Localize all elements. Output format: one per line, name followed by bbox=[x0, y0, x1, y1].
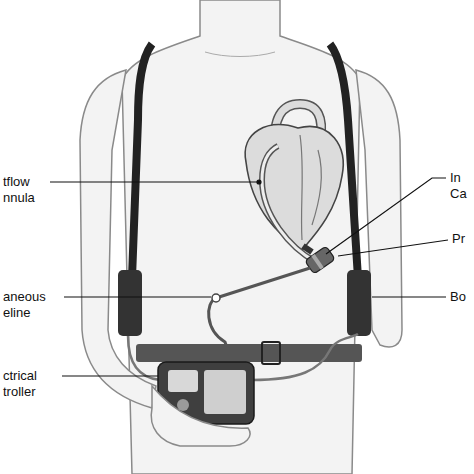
part-label: aneous eline bbox=[3, 289, 46, 321]
leader-line bbox=[372, 296, 446, 297]
part-label: Pr bbox=[452, 231, 465, 247]
heart-vessel bbox=[300, 135, 321, 240]
battery-holster bbox=[118, 270, 142, 336]
leader-line bbox=[64, 296, 211, 297]
leader-dot bbox=[257, 180, 261, 184]
outflow-cannula bbox=[262, 146, 316, 262]
hand bbox=[151, 386, 250, 446]
controller-screen bbox=[168, 370, 198, 392]
collar-line bbox=[205, 52, 275, 57]
part-label: In Ca bbox=[450, 170, 467, 202]
battery-cable bbox=[252, 334, 358, 380]
part-label: ctrical troller bbox=[3, 368, 37, 400]
torso bbox=[122, 0, 360, 474]
leader-line bbox=[50, 181, 258, 182]
inflow-cannula bbox=[303, 246, 312, 252]
harness-strap bbox=[132, 44, 152, 278]
belt-buckle bbox=[262, 342, 280, 364]
battery-cable bbox=[128, 336, 160, 380]
controller-panel bbox=[204, 370, 246, 414]
leader-lines bbox=[50, 178, 448, 376]
leader-line bbox=[338, 240, 448, 256]
part-label: Bo bbox=[450, 289, 466, 305]
part-label: tflow nnula bbox=[3, 174, 35, 206]
skin-exit-site bbox=[212, 294, 220, 302]
outflow-cannula-core bbox=[262, 146, 316, 262]
controller-button bbox=[177, 399, 189, 411]
leader-line bbox=[62, 375, 158, 376]
battery-holster bbox=[347, 270, 371, 336]
